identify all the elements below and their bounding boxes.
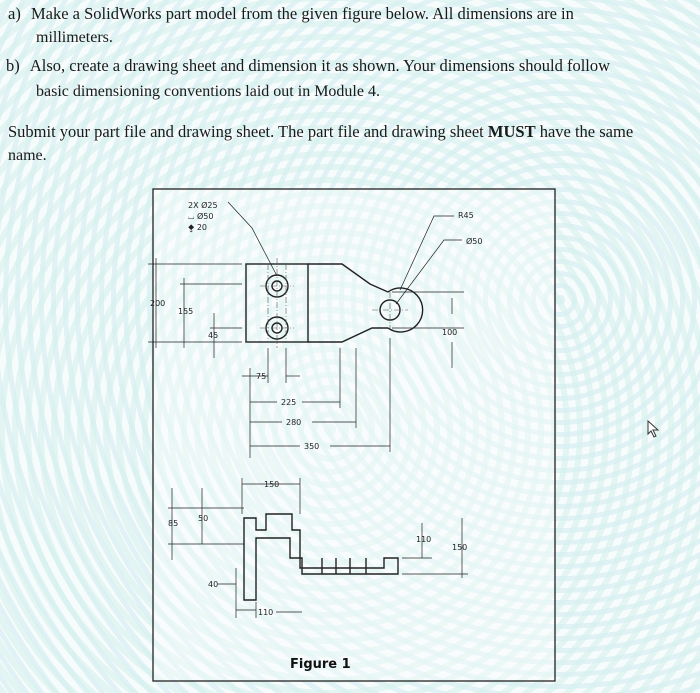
dim-150-right: 150 (452, 543, 467, 552)
r45-leader (399, 215, 454, 291)
submit-line2: name. (8, 147, 47, 164)
figure-caption: Figure 1 (290, 657, 351, 672)
dim-85: 85 (168, 519, 178, 528)
instruction-a-line1: a) Make a SolidWorks part model from the… (8, 4, 574, 24)
instruction-b-line2: basic dimensioning conventions laid out … (36, 83, 380, 100)
engineering-drawing-figure: 2X Ø25 ⌴ Ø50 ⧪ 20 R45 Ø50 200 155 45 75 … (148, 188, 556, 682)
submit-line1: Submit your part file and drawing sheet.… (8, 122, 633, 142)
dim-110-right: 110 (416, 535, 431, 544)
dim-75: 75 (256, 372, 266, 381)
dim-50-side: 50 (198, 514, 208, 523)
item-a-text: Make a SolidWorks part model from the gi… (30, 4, 574, 23)
dim-280: 280 (286, 418, 301, 427)
dim-150-top: 150 (264, 480, 279, 489)
submit-text-post: have the same (535, 122, 634, 141)
dim-110-bottom: 110 (258, 608, 273, 617)
callout-cbore: ⌴ Ø50 (188, 211, 213, 221)
dimension-lines-top (148, 201, 464, 458)
dim-225: 225 (281, 398, 296, 407)
callout-count: 2X Ø25 (188, 200, 218, 210)
item-b-label: b) (6, 56, 20, 75)
hole-callout-leader (227, 201, 278, 277)
dim-40: 40 (208, 580, 218, 589)
dim-100: 100 (442, 328, 457, 337)
dim-200: 200 (150, 299, 165, 308)
front-view-outline (243, 513, 399, 601)
arm-lower-edge (308, 327, 388, 343)
figure-border (152, 188, 556, 682)
arm-upper-edge (308, 263, 389, 293)
dim-d50: Ø50 (466, 236, 482, 246)
submit-text-pre: Submit your part file and drawing sheet.… (8, 122, 488, 141)
dim-155: 155 (178, 307, 193, 316)
dim-350: 350 (304, 442, 319, 451)
mouse-pointer-icon (647, 419, 660, 438)
dim-r45: R45 (458, 211, 474, 220)
instruction-b-line1: b) Also, create a drawing sheet and dime… (6, 56, 610, 76)
callout-depth: ⧪ 20 (188, 223, 207, 233)
instruction-a-line2: millimeters. (36, 29, 113, 46)
dim-45: 45 (208, 331, 218, 340)
item-a-label: a) (8, 4, 21, 23)
submit-must-emphasis: MUST (487, 122, 536, 141)
dimension-lines-front (168, 478, 468, 618)
d50-leader (395, 239, 462, 305)
item-b-text: Also, create a drawing sheet and dimensi… (29, 56, 611, 75)
centerlines-top (260, 258, 408, 348)
front-view (243, 513, 399, 601)
